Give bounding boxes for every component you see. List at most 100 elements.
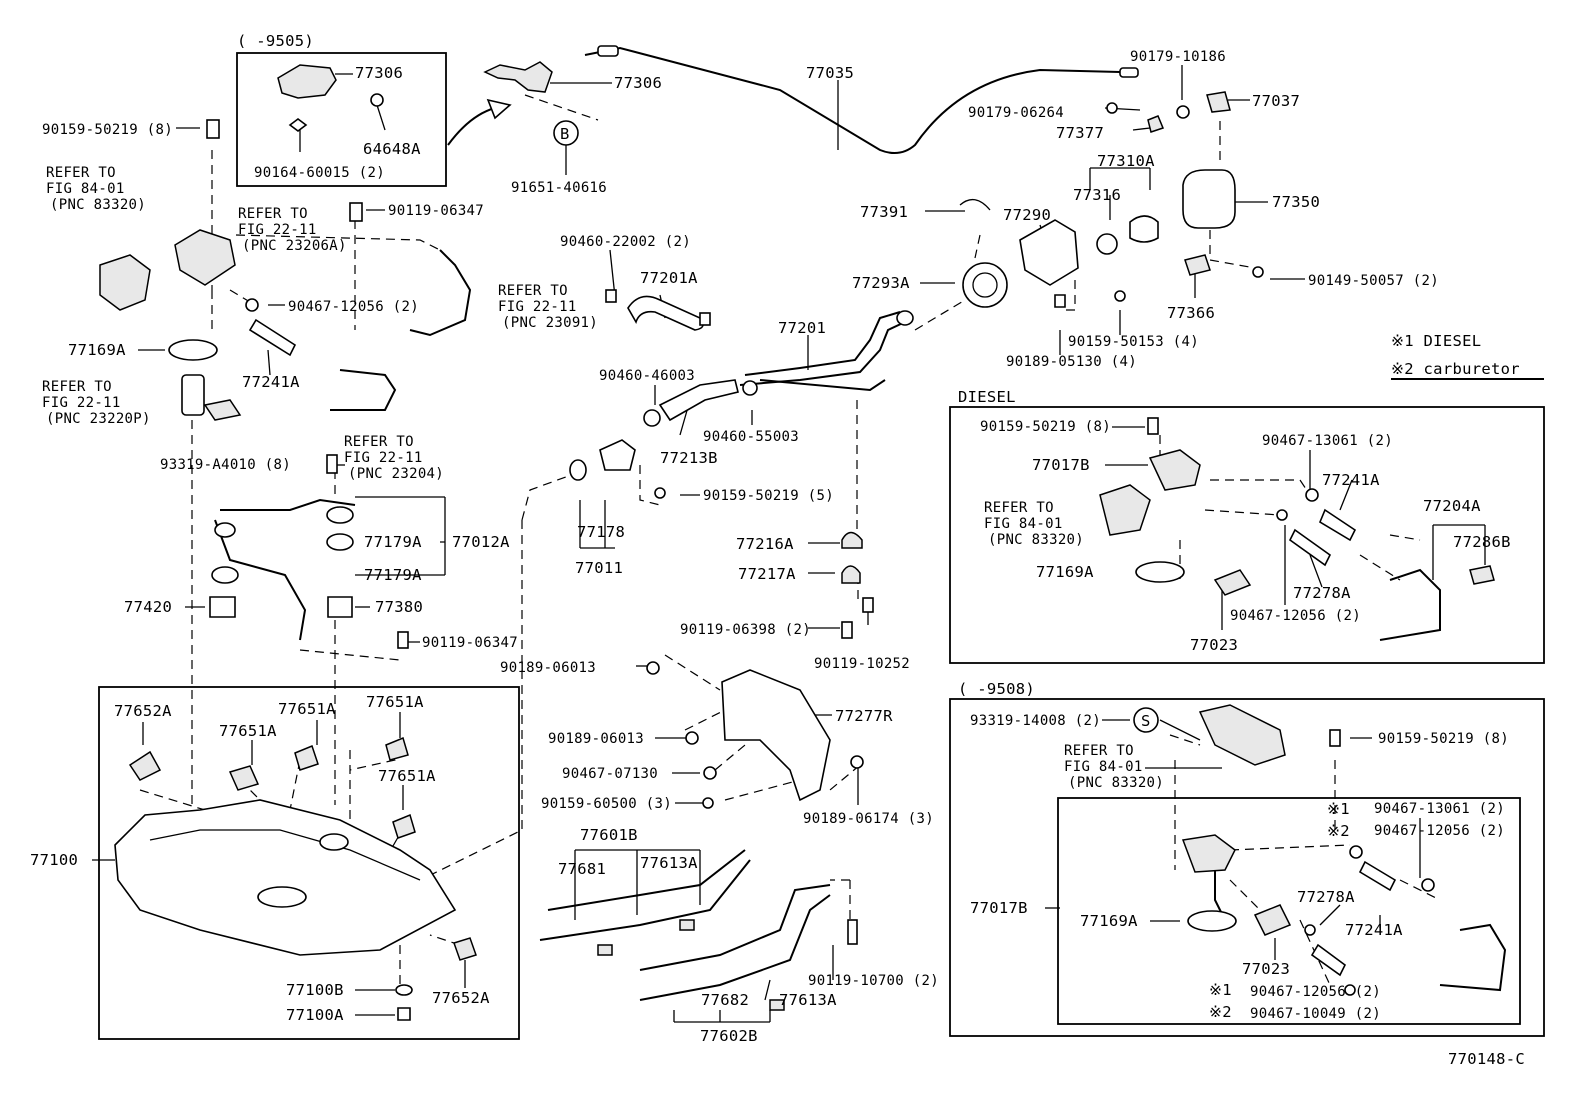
hose-77241a — [248, 318, 297, 357]
clip-90189-06013a — [646, 661, 660, 675]
e-ring-77169a — [1187, 910, 1237, 932]
label-90189-06013-a: 90189-06013 — [500, 660, 596, 676]
arrow-head — [486, 98, 512, 120]
label-d-77169a: 77169A — [1036, 563, 1094, 581]
clamp-90460-22002 — [605, 289, 617, 303]
label-90460-46003: 90460-46003 — [599, 368, 695, 384]
ref-23091: REFER TO FIG 22-11 (PNC 23091) — [498, 283, 598, 331]
grommet-77179a-3 — [211, 566, 239, 584]
label-d-77023: 77023 — [1190, 636, 1238, 654]
shield-77277r — [721, 669, 831, 802]
grommet-64648a — [370, 93, 384, 107]
bracket-77613a-a — [597, 944, 613, 956]
pipe-ref-23091 — [409, 249, 472, 337]
e-clamp-1 — [1349, 845, 1363, 859]
label-77213b: 77213B — [660, 449, 718, 467]
label-d-90467-12056: 90467-12056 (2) — [1230, 608, 1361, 624]
d-ring-77169a — [1135, 561, 1185, 583]
hose-77213b — [658, 379, 739, 422]
label-90159-50153: 90159-50153 (4) — [1068, 334, 1199, 350]
svg-text:REFER TO: REFER TO — [984, 500, 1054, 516]
plug-77420 — [209, 596, 236, 618]
hinge-77366 — [1184, 254, 1211, 276]
e-pump-bracket — [1181, 834, 1236, 873]
label-77169a-a: 77169A — [68, 341, 126, 359]
svg-text:(PNC 83320): (PNC 83320) — [50, 197, 146, 213]
label-77652a-b: 77652A — [432, 989, 490, 1007]
bolt-90159-50219-5 — [654, 487, 666, 499]
svg-text:(PNC 23204): (PNC 23204) — [348, 466, 444, 482]
tube-77012a-1 — [220, 498, 356, 511]
label-d-77204a: 77204A — [1423, 497, 1481, 515]
label-90119-10700: 90119-10700 (2) — [808, 973, 939, 989]
svg-text:REFER TO: REFER TO — [344, 434, 414, 450]
strap-77681-b — [539, 859, 751, 941]
label-77377: 77377 — [1056, 124, 1104, 142]
d-pipe-77204a — [1379, 568, 1441, 641]
cable-77035 — [584, 46, 1121, 155]
svg-text:FIG 84-01: FIG 84-01 — [46, 181, 125, 197]
label-77391: 77391 — [860, 203, 908, 221]
label-77290: 77290 — [1003, 206, 1051, 224]
bracket-77613a-b — [679, 919, 695, 931]
label-90189-06013-b: 90189-06013 — [548, 731, 644, 747]
arrow-curve — [447, 107, 496, 146]
ref-83320-lower: REFER TO FIG 84-01 (PNC 83320) — [1064, 743, 1164, 791]
label-77601b: 77601B — [580, 826, 638, 844]
screw-90149 — [1252, 266, 1264, 278]
pad-77651a-4 — [392, 813, 416, 839]
d-filter-77023 — [1213, 569, 1252, 596]
clip-90189-06013b — [685, 731, 699, 745]
label-90119-06347-a: 90119-06347 — [388, 203, 484, 219]
hose-77201a — [627, 295, 704, 331]
svg-text:FIG 22-11: FIG 22-11 — [344, 450, 423, 466]
label-77293a: 77293A — [852, 274, 910, 292]
label-e-77169a: 77169A — [1080, 912, 1138, 930]
strap-77681-a — [547, 849, 746, 911]
d-clamp-1 — [1305, 488, 1319, 502]
cable-end-2 — [1119, 67, 1139, 78]
pad-77651a-2 — [294, 745, 319, 771]
label-77682: 77682 — [701, 991, 749, 1009]
d-clamp-77286b — [1469, 565, 1495, 585]
bolt-90159-60500 — [702, 797, 714, 809]
box-diesel — [949, 406, 1545, 664]
svg-text:FIG 84-01: FIG 84-01 — [1064, 759, 1143, 775]
label-77201: 77201 — [778, 319, 826, 337]
label-e-note1: ※1 — [1327, 800, 1350, 818]
label-90119-10252: 90119-10252 — [814, 656, 910, 672]
e-sender — [1198, 704, 1286, 766]
label-90189-05130: 90189-05130 (4) — [1006, 354, 1137, 370]
svg-text:REFER TO: REFER TO — [42, 379, 112, 395]
grommet-77179a-1 — [326, 506, 354, 524]
bracket-77306-small — [277, 64, 337, 99]
e-clamp-4 — [1344, 984, 1356, 996]
fuel-lid-77350 — [1182, 169, 1236, 229]
clamp-2 — [699, 312, 711, 326]
clamp-90460-46003 — [643, 409, 661, 427]
label-d-77286b: 77286B — [1453, 533, 1511, 551]
label-77012a: 77012A — [452, 533, 510, 551]
box-9508-inner — [1057, 797, 1521, 1025]
label-77179a-2: 77179A — [364, 566, 422, 584]
group-label-diesel: DIESEL — [958, 388, 1016, 406]
clip-90467-12056a — [245, 298, 259, 312]
label-90159-50219-8: 90159-50219 (8) — [42, 122, 173, 138]
label-77011: 77011 — [575, 559, 623, 577]
clip-77377 — [1147, 115, 1165, 133]
bolt-90119-10700 — [847, 919, 858, 945]
grommet-77179a-4 — [214, 522, 236, 538]
svg-text:FIG 22-11: FIG 22-11 — [42, 395, 121, 411]
label-d-90467-13061: 90467-13061 (2) — [1262, 433, 1393, 449]
screw-90159-50153 — [1114, 290, 1126, 302]
bolt-90119-06347a — [349, 202, 363, 222]
labels: ( -9505) DIESEL ( -9508) ※1 DIESEL ※2 ca… — [30, 32, 1525, 1068]
label-90179-06264: 90179-06264 — [968, 105, 1064, 121]
clamp-77216a — [841, 531, 863, 549]
sender-ref-83320 — [99, 254, 151, 311]
e-bolt — [1329, 729, 1341, 747]
ref-23220p: REFER TO FIG 22-11 (PNC 23220P) — [42, 379, 150, 427]
ring-77169a — [168, 339, 218, 361]
label-77217a: 77217A — [738, 565, 796, 583]
label-e-77278a: 77278A — [1297, 888, 1355, 906]
